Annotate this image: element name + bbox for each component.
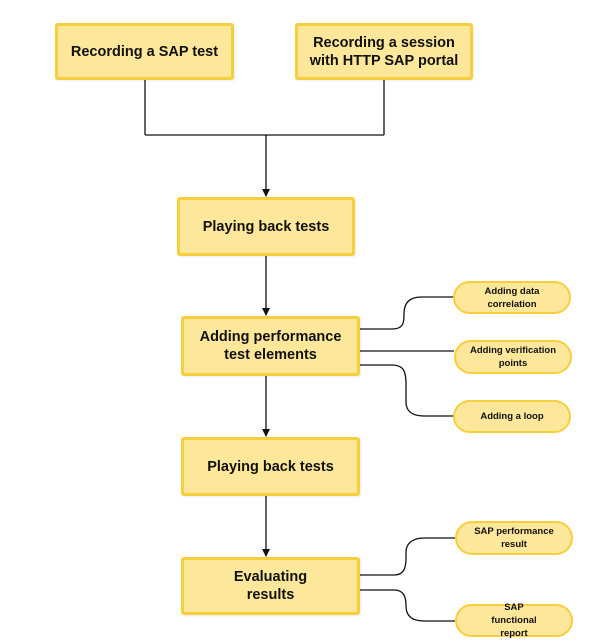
playing-back-tests-1-label: Playing back tests	[202, 218, 330, 235]
playing-back-tests-2-box: Playing back tests	[181, 437, 360, 496]
adding-performance-elements-box: Adding performance test elements	[181, 316, 360, 376]
recording-session-http-label: Recording a session with HTTP SAP portal	[309, 34, 459, 69]
sap-performance-result-pill: SAP performance result	[455, 521, 573, 555]
adding-loop-label: Adding a loop	[480, 411, 544, 422]
evaluating-results-label: Evaluating results	[233, 569, 308, 603]
recording-session-http-box: Recording a session with HTTP SAP portal	[295, 23, 473, 80]
adding-data-correlation-pill: Adding data correlation	[453, 281, 571, 314]
branch-adding-loop	[360, 364, 453, 417]
adding-data-correlation-label: Adding data correlation	[484, 285, 540, 310]
branch-sap-functional-report	[360, 589, 455, 622]
recording-sap-test-label: Recording a SAP test	[70, 43, 219, 60]
evaluating-results-box: Evaluating results	[181, 557, 360, 615]
sap-functional-report-pill: SAP functional report	[455, 602, 573, 639]
adding-verification-points-pill: Adding verification points	[454, 340, 572, 374]
sap-performance-result-label: SAP performance result	[474, 526, 554, 550]
playing-back-tests-1-box: Playing back tests	[177, 197, 355, 256]
branch-adding-data-correlation	[360, 296, 453, 330]
recording-sap-test-box: Recording a SAP test	[55, 23, 234, 80]
playing-back-tests-2-label: Playing back tests	[207, 458, 334, 475]
branch-sap-performance-result	[360, 537, 455, 576]
sap-functional-report-label: SAP functional report	[491, 602, 537, 639]
adding-verification-points-label: Adding verification points	[469, 345, 557, 369]
adding-performance-elements-label: Adding performance test elements	[199, 329, 342, 363]
adding-loop-pill: Adding a loop	[453, 400, 571, 433]
